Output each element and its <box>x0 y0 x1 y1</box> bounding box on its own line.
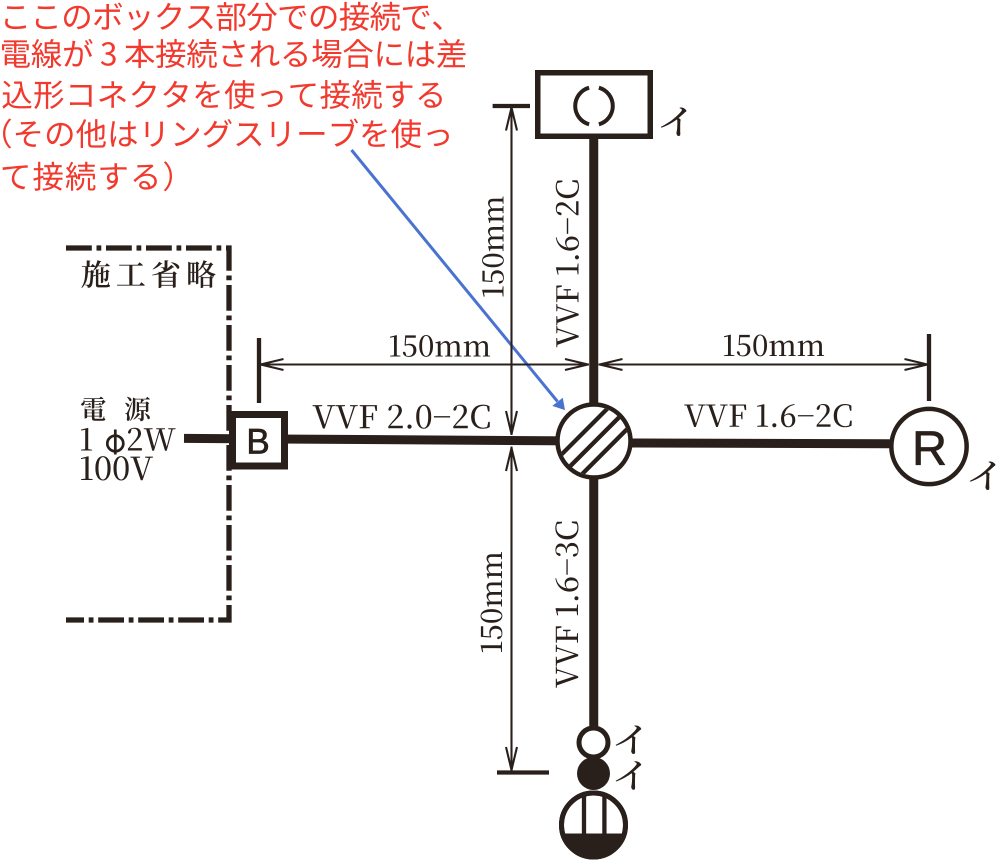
svg-text:B: B <box>246 423 269 462</box>
svg-text:R: R <box>912 422 947 476</box>
